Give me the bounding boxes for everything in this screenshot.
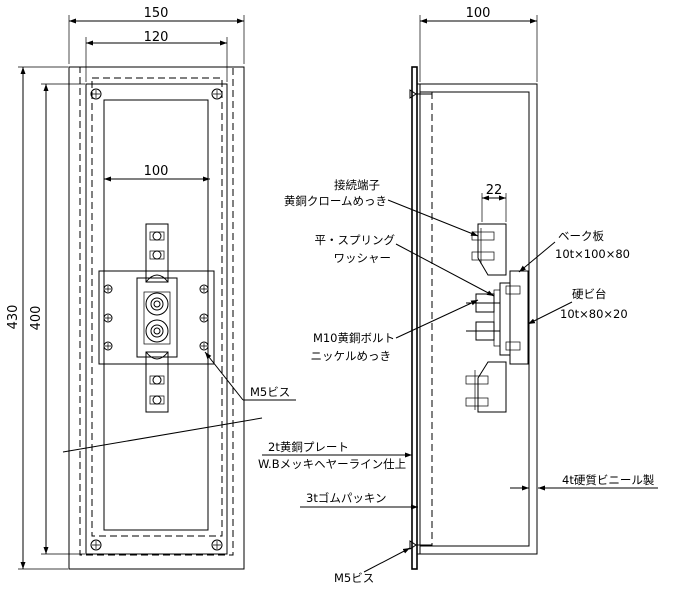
plate-label-1: 2t黄銅プレート (268, 440, 349, 454)
dim-terminal-width: 22 (481, 183, 507, 222)
front-base-block (136, 277, 178, 358)
gasket-label: 3tゴムパッキン (306, 491, 386, 505)
side-screw-bottom (409, 540, 432, 550)
bakelite-label-1: ベーク板 (558, 229, 604, 243)
washer-label-2: ワッシャー (334, 251, 392, 265)
box-label: 4t硬質ビニール製 (562, 473, 655, 487)
bakelite-label-2: 10t×100×80 (555, 247, 630, 261)
side-gasket (416, 83, 421, 555)
front-screw-label: M5ビス (250, 385, 290, 399)
dim-inner-width: 120 (85, 30, 228, 82)
side-upper-terminal (471, 223, 507, 276)
front-top-terminal (145, 223, 169, 283)
front-screw-callout: M5ビス (204, 351, 296, 401)
front-dashed-outline-outer (79, 66, 234, 556)
front-corner-screws (90, 88, 223, 551)
side-screw-top (409, 89, 432, 99)
side-view: 100 22 接続端子 黄銅クロームめっき 平・スプリング ワッシャー M10黄… (258, 6, 658, 585)
dim-inner-height-text: 400 (29, 306, 44, 331)
side-screw-label: M5ビス (334, 571, 374, 585)
callout-gasket: 3tゴムパッキン (300, 491, 418, 510)
side-lower-terminal (465, 361, 507, 413)
callout-washer: 平・スプリング ワッシャー (315, 233, 495, 297)
callout-pvc-base: 硬ビ台 10t×80×20 (527, 287, 628, 325)
dim-overall-height-text: 430 (6, 305, 21, 330)
callout-side-screw: M5ビス (334, 547, 411, 585)
dim-terminal-width-text: 22 (486, 183, 503, 198)
callout-terminal: 接続端子 黄銅クロームめっき (284, 178, 479, 237)
front-bakelite-screws (103, 284, 209, 351)
pvc-base-label-2: 10t×80×20 (560, 307, 628, 321)
dim-component-width: 100 (104, 164, 210, 182)
front-bottom-terminal (145, 351, 169, 413)
plate-label-2: W.Bメッキヘヤーライン仕上 (258, 457, 406, 471)
front-dashed-outline-inner (91, 77, 223, 537)
bolt-label-1: M10黄銅ボルト (313, 331, 395, 345)
dim-component-width-text: 100 (144, 164, 169, 179)
washer-label-1: 平・スプリング (315, 233, 396, 247)
dim-overall-width: 150 (68, 6, 245, 64)
callout-plate: 2t黄銅プレート W.Bメッキヘヤーライン仕上 (258, 440, 412, 471)
side-front-plate (411, 66, 418, 570)
front-main-bolts (143, 291, 171, 345)
callout-bolt: M10黄銅ボルト ニッケルめっき (311, 299, 479, 363)
front-view: 150 120 100 430 400 (6, 6, 296, 570)
front-box-outline (85, 83, 228, 555)
dim-inner-width-text: 120 (144, 30, 169, 45)
front-outer-plate (68, 66, 245, 570)
dim-inner-height: 400 (29, 83, 85, 555)
front-section-line (62, 417, 263, 453)
front-inner-opening (103, 99, 209, 531)
front-bakelite-board (98, 270, 215, 365)
bolt-label-2: ニッケルめっき (311, 349, 392, 363)
callout-box: 4t硬質ビニール製 (510, 473, 658, 491)
terminal-label-2: 黄銅クロームめっき (284, 194, 387, 208)
terminal-label-1: 接続端子 (334, 178, 380, 192)
dim-depth-text: 100 (466, 6, 491, 21)
dim-overall-width-text: 150 (144, 6, 169, 21)
dim-overall-height: 430 (6, 66, 68, 570)
pvc-base-label-1: 硬ビ台 (572, 287, 607, 301)
dim-depth: 100 (419, 6, 538, 82)
callout-bakelite: ベーク板 10t×100×80 (518, 229, 630, 273)
